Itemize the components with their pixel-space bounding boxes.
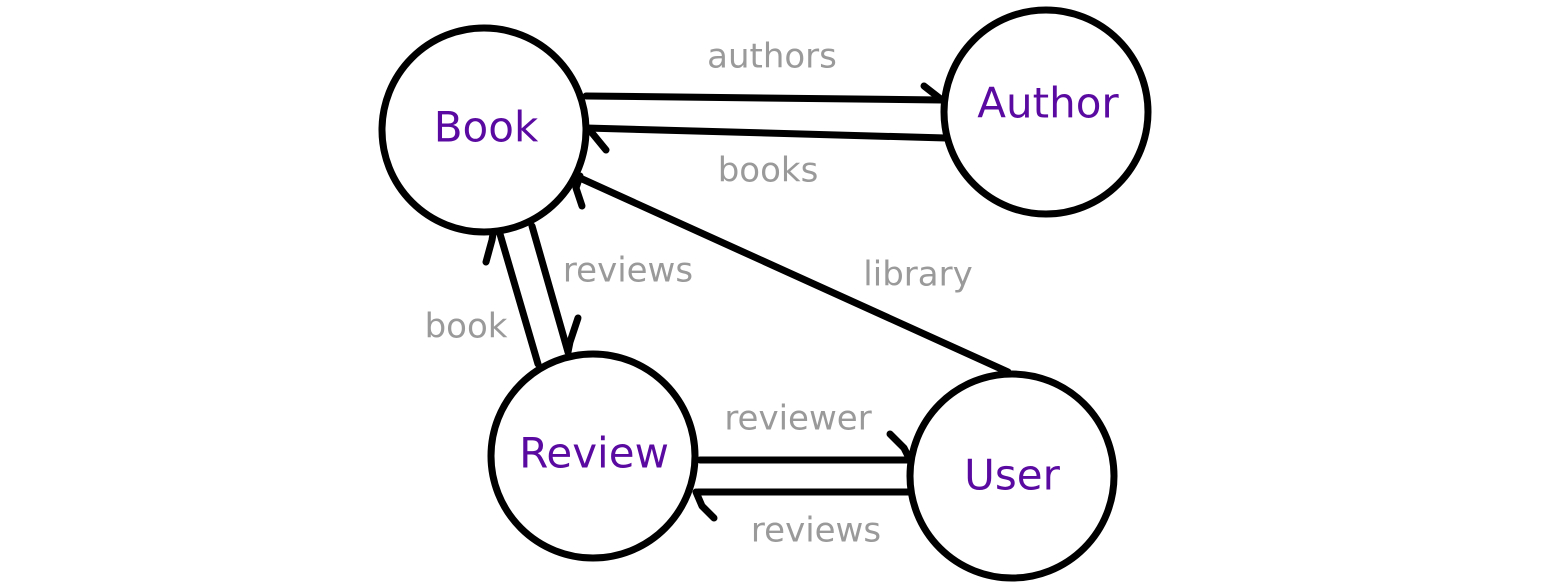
arrow-head-reviews-down: [564, 314, 582, 356]
edge-label-book: book: [425, 307, 508, 347]
edge-label-library: library: [863, 255, 972, 295]
arrow-head-reviews-left: [692, 488, 718, 522]
edge-label-reviews-user: reviews: [751, 511, 881, 551]
edge-labels: authors books reviews book library revie…: [425, 37, 973, 551]
node-author-circle: [940, 6, 1152, 218]
edge-book-to-author: [582, 92, 946, 104]
node-book-label: Book: [434, 103, 539, 152]
node-author: Author: [940, 6, 1152, 218]
arrow-head-authors: [920, 82, 946, 104]
node-user-label: User: [964, 451, 1060, 500]
node-review-circle: [487, 350, 699, 562]
edge-label-books: books: [718, 151, 819, 191]
arrow-heads: [482, 82, 946, 522]
node-user-circle: [906, 370, 1118, 582]
node-book-circle: [378, 24, 590, 236]
arrow-head-reviewer: [886, 430, 914, 464]
edges: [496, 92, 1012, 496]
edge-label-reviews-book: reviews: [563, 251, 693, 291]
node-review: Review: [487, 350, 699, 562]
node-user: User: [906, 370, 1118, 582]
edge-label-authors: authors: [707, 37, 837, 77]
node-book: Book: [378, 24, 590, 236]
edge-label-reviewer: reviewer: [724, 399, 871, 439]
node-review-label: Review: [519, 429, 669, 478]
edge-author-to-book: [582, 124, 950, 142]
arrow-head-library: [572, 172, 586, 210]
edge-review-to-book: [496, 230, 542, 368]
edge-book-to-review: [528, 222, 572, 356]
arrow-head-books: [584, 124, 610, 154]
node-author-label: Author: [977, 79, 1119, 128]
edge-user-to-book: [576, 174, 1012, 376]
